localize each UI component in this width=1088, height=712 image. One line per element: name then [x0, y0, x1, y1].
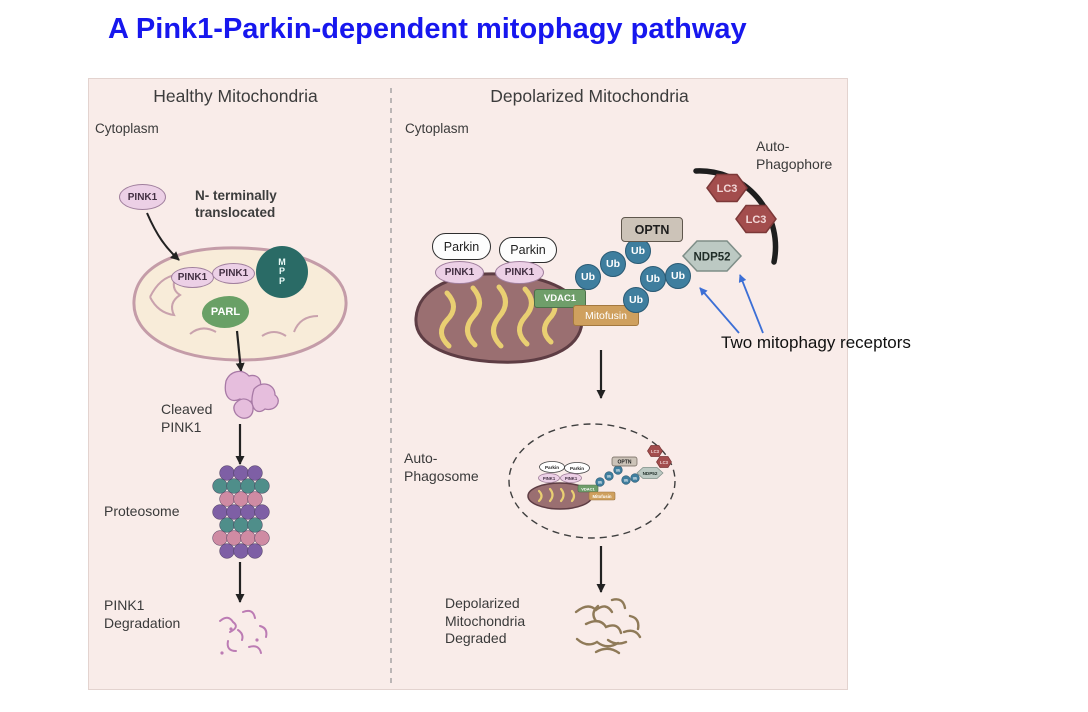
pink1-molecule-inner: PINK1 — [171, 267, 214, 288]
optn-receptor: OPTN — [621, 217, 683, 242]
ubiquitin-molecule: Ub — [575, 264, 601, 290]
cytoplasm-label-right: Cytoplasm — [405, 121, 469, 136]
mpp-enzyme: M P P — [256, 246, 308, 298]
ubiquitin-molecule: Ub — [600, 251, 626, 277]
pink1-molecule-free: PINK1 — [119, 184, 166, 210]
pink1-molecule-inner: PINK1 — [212, 263, 255, 284]
parkin-molecule: Parkin — [432, 233, 491, 260]
pink1-molecule-oms: PINK1 — [495, 261, 544, 284]
pink1-degradation-label: PINK1 Degradation — [104, 597, 181, 631]
ubiquitin-molecule: Ub — [640, 266, 666, 292]
pink1-molecule-oms: PINK1 — [435, 261, 484, 284]
proteosome-label: Proteosome — [104, 503, 180, 519]
mitofusin-protein: Mitofusin — [573, 305, 639, 326]
vdac1-channel: VDAC1 — [534, 289, 586, 308]
cleaved-pink1-label: Cleaved PINK1 — [161, 401, 213, 435]
right-panel-header: Depolarized Mitochondria — [490, 86, 689, 106]
mitophagy-receptors-note: Two mitophagy receptors — [721, 333, 911, 352]
cytoplasm-label-left: Cytoplasm — [95, 121, 159, 136]
ubiquitin-molecule: Ub — [665, 263, 691, 289]
parkin-molecule: Parkin — [499, 237, 557, 263]
n-terminal-note: N- terminally translocated — [195, 188, 277, 220]
degraded-mitochondria-label: Depolarized Mitochondria Degraded — [445, 595, 526, 646]
diagram-title: A Pink1-Parkin-dependent mitophagy pathw… — [108, 13, 747, 45]
parl-enzyme: PARL — [202, 296, 249, 328]
autophagophore-label: Auto- Phagophore — [756, 138, 833, 172]
ubiquitin-molecule: Ub — [623, 287, 649, 313]
left-panel-header: Healthy Mitochondria — [153, 86, 318, 106]
autophagosome-label: Auto- Phagosome — [404, 450, 479, 484]
